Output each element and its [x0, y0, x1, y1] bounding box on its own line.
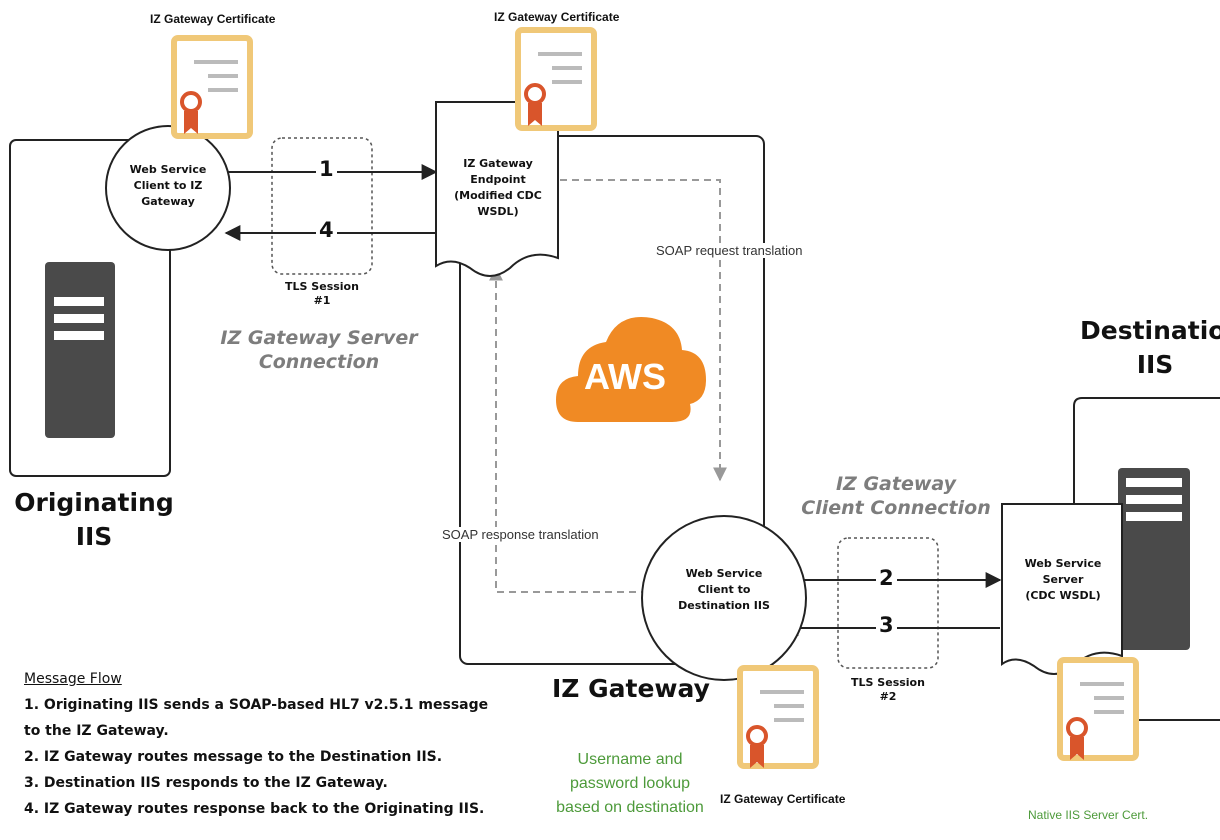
destination-server-icon — [1118, 468, 1190, 650]
cert-icon-gateway-client — [737, 665, 819, 769]
soap-response-label: SOAP response translation — [440, 527, 601, 542]
originating-server-icon — [45, 262, 115, 438]
client-connection-label: IZ Gateway Client Connection — [801, 473, 991, 519]
soap-request-path — [560, 179, 727, 482]
aws-cloud-icon — [556, 317, 706, 422]
destination-server-label: Web Service Server (CDC WSDL) — [1024, 557, 1102, 602]
cert-icon-gateway-endpoint — [515, 27, 597, 131]
message-flow-item: to the IZ Gateway. — [24, 723, 169, 739]
gateway-endpoint-doc — [435, 101, 559, 277]
tls-session-1-label: TLS Session #1 — [285, 280, 359, 307]
message-flow-item: 1. Originating IIS sends a SOAP-based HL… — [24, 697, 489, 713]
message-flow: Message Flow 1. Originating IIS sends a … — [24, 666, 488, 822]
cert-label-destination: Native IIS Server Cert. — [1028, 808, 1149, 822]
cert-label-gateway-endpoint: IZ Gateway Certificate — [494, 10, 620, 24]
tls-session-2-box — [837, 537, 939, 669]
iz-gateway-title: IZ Gateway — [552, 674, 710, 703]
originating-client-label: Web Service Client to IZ Gateway — [129, 163, 207, 208]
soap-request-label: SOAP request translation — [654, 243, 805, 258]
destination-server-doc — [1001, 503, 1123, 675]
destination-title: Destination IIS — [1080, 316, 1220, 379]
originating-client-circle — [105, 125, 231, 251]
gateway-client-label: Web Service Client to Destination IIS — [678, 567, 770, 612]
step-4-label: 4 — [316, 218, 337, 242]
cert-icon-destination — [1057, 657, 1139, 761]
message-flow-item: 2. IZ Gateway routes message to the Dest… — [24, 749, 443, 765]
tls-session-2-label: TLS Session #2 — [851, 676, 925, 703]
gateway-client-circle — [641, 515, 807, 681]
step-1-label: 1 — [316, 157, 337, 181]
message-flow-item: 4. IZ Gateway routes response back to th… — [24, 801, 485, 817]
originating-title: Originating IIS — [14, 488, 174, 551]
step-2-label: 2 — [876, 566, 897, 590]
gateway-endpoint-label: IZ Gateway Endpoint (Modified CDC WSDL) — [454, 157, 542, 218]
tls-session-1-box — [271, 137, 373, 275]
step-3-label: 3 — [876, 613, 897, 637]
server-connection-label: IZ Gateway Server Connection — [220, 327, 418, 373]
aws-label: AWS — [584, 356, 667, 397]
message-flow-item: 3. Destination IIS responds to the IZ Ga… — [24, 775, 388, 791]
cert-icon-originating — [171, 35, 253, 139]
lookup-note: Username and password lookup based on de… — [556, 751, 704, 816]
message-flow-title: Message Flow — [24, 671, 122, 687]
cert-label-gateway-client: IZ Gateway Certificate — [720, 792, 846, 806]
cert-label-originating: IZ Gateway Certificate — [150, 12, 276, 26]
soap-response-path — [489, 266, 660, 593]
